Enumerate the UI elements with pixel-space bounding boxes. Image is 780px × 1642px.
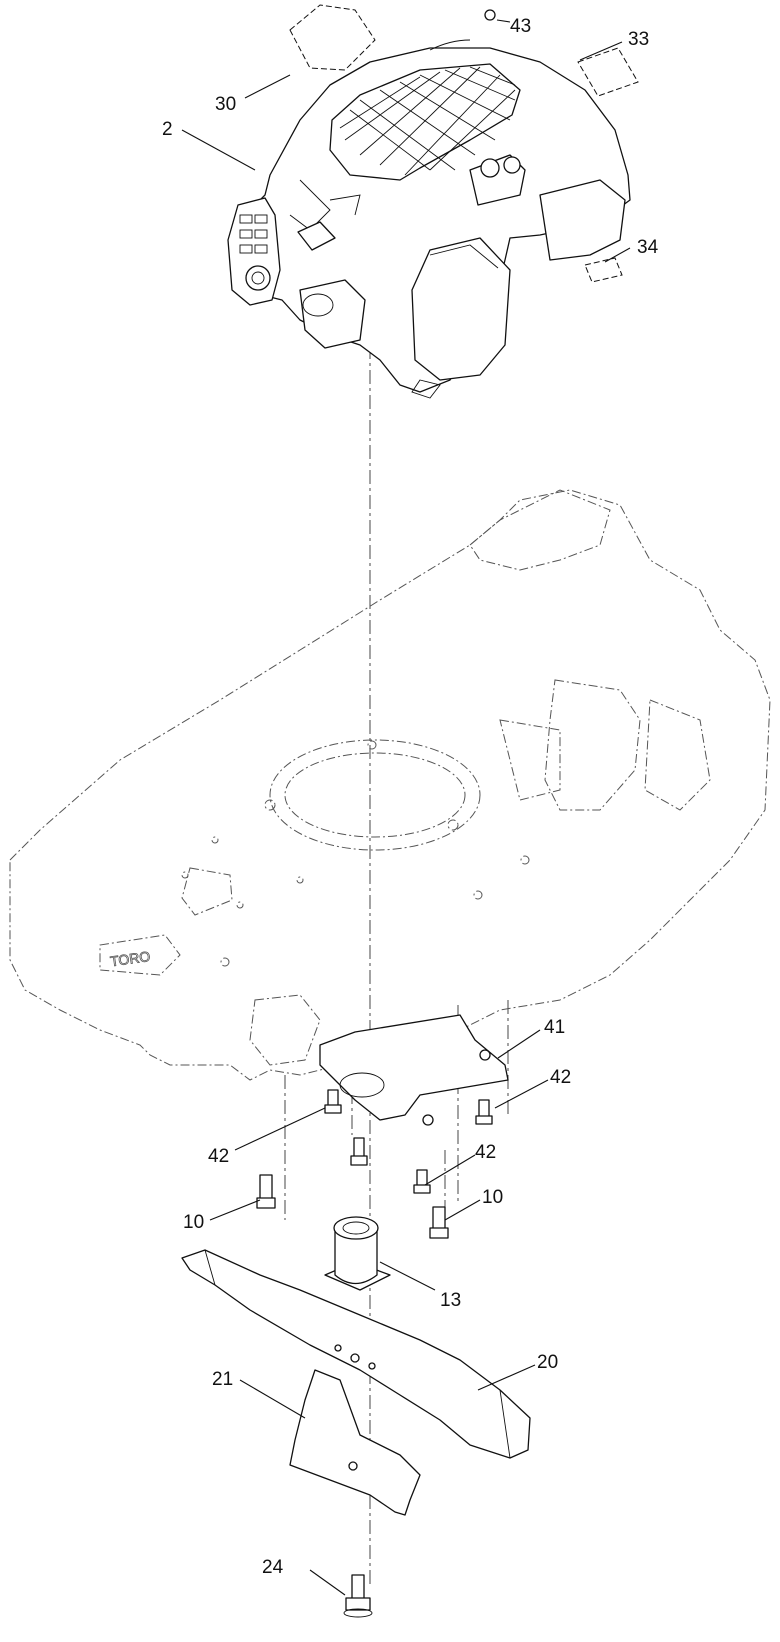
callout-2: 2: [162, 119, 173, 140]
decals: [289, 4, 639, 283]
deck-logo: TORO: [109, 948, 151, 969]
bolt-42-right: [475, 1099, 493, 1125]
callout-33: 33: [628, 29, 649, 50]
callout-34: 34: [637, 237, 659, 258]
callout-10-left: 10: [183, 1212, 204, 1233]
bolt-24: [343, 1574, 373, 1618]
callout-10-right: 10: [482, 1187, 503, 1208]
bolt-42-mid: [413, 1169, 431, 1194]
mower-blade: [181, 1249, 531, 1459]
assembly-axes: [284, 345, 509, 1585]
callout-24: 24: [262, 1557, 284, 1578]
blade-stiffener: [289, 1369, 421, 1516]
blade-adapter: [324, 1216, 391, 1291]
callout-20: 20: [537, 1352, 558, 1373]
screw-43: [484, 9, 496, 21]
bolt-center: [350, 1137, 368, 1166]
callout-30: 30: [215, 94, 236, 115]
decal-30: [289, 4, 376, 71]
callout-21: 21: [212, 1369, 233, 1390]
bolt-10-left: [256, 1174, 276, 1209]
decal-33: [577, 47, 639, 97]
bolt-10-right: [429, 1206, 449, 1239]
bolt-42-left: [324, 1089, 342, 1114]
bolts: [256, 1089, 493, 1618]
callout-13: 13: [440, 1290, 461, 1311]
leader-lines: [181, 19, 631, 1596]
callout-labels: 43 33 30 2 34 41 42 42 42 10 10 13 20 21…: [162, 16, 659, 1578]
callout-42-right: 42: [550, 1067, 571, 1088]
mower-deck-ghost: TORO: [9, 489, 771, 1081]
blade-brake-bracket: [319, 1014, 509, 1126]
engine-assembly: [227, 39, 631, 399]
callout-43: 43: [510, 16, 531, 37]
callout-42-left: 42: [208, 1146, 229, 1167]
decal-34: [584, 257, 623, 283]
callout-42-mid: 42: [475, 1142, 496, 1163]
callout-41: 41: [544, 1017, 565, 1038]
